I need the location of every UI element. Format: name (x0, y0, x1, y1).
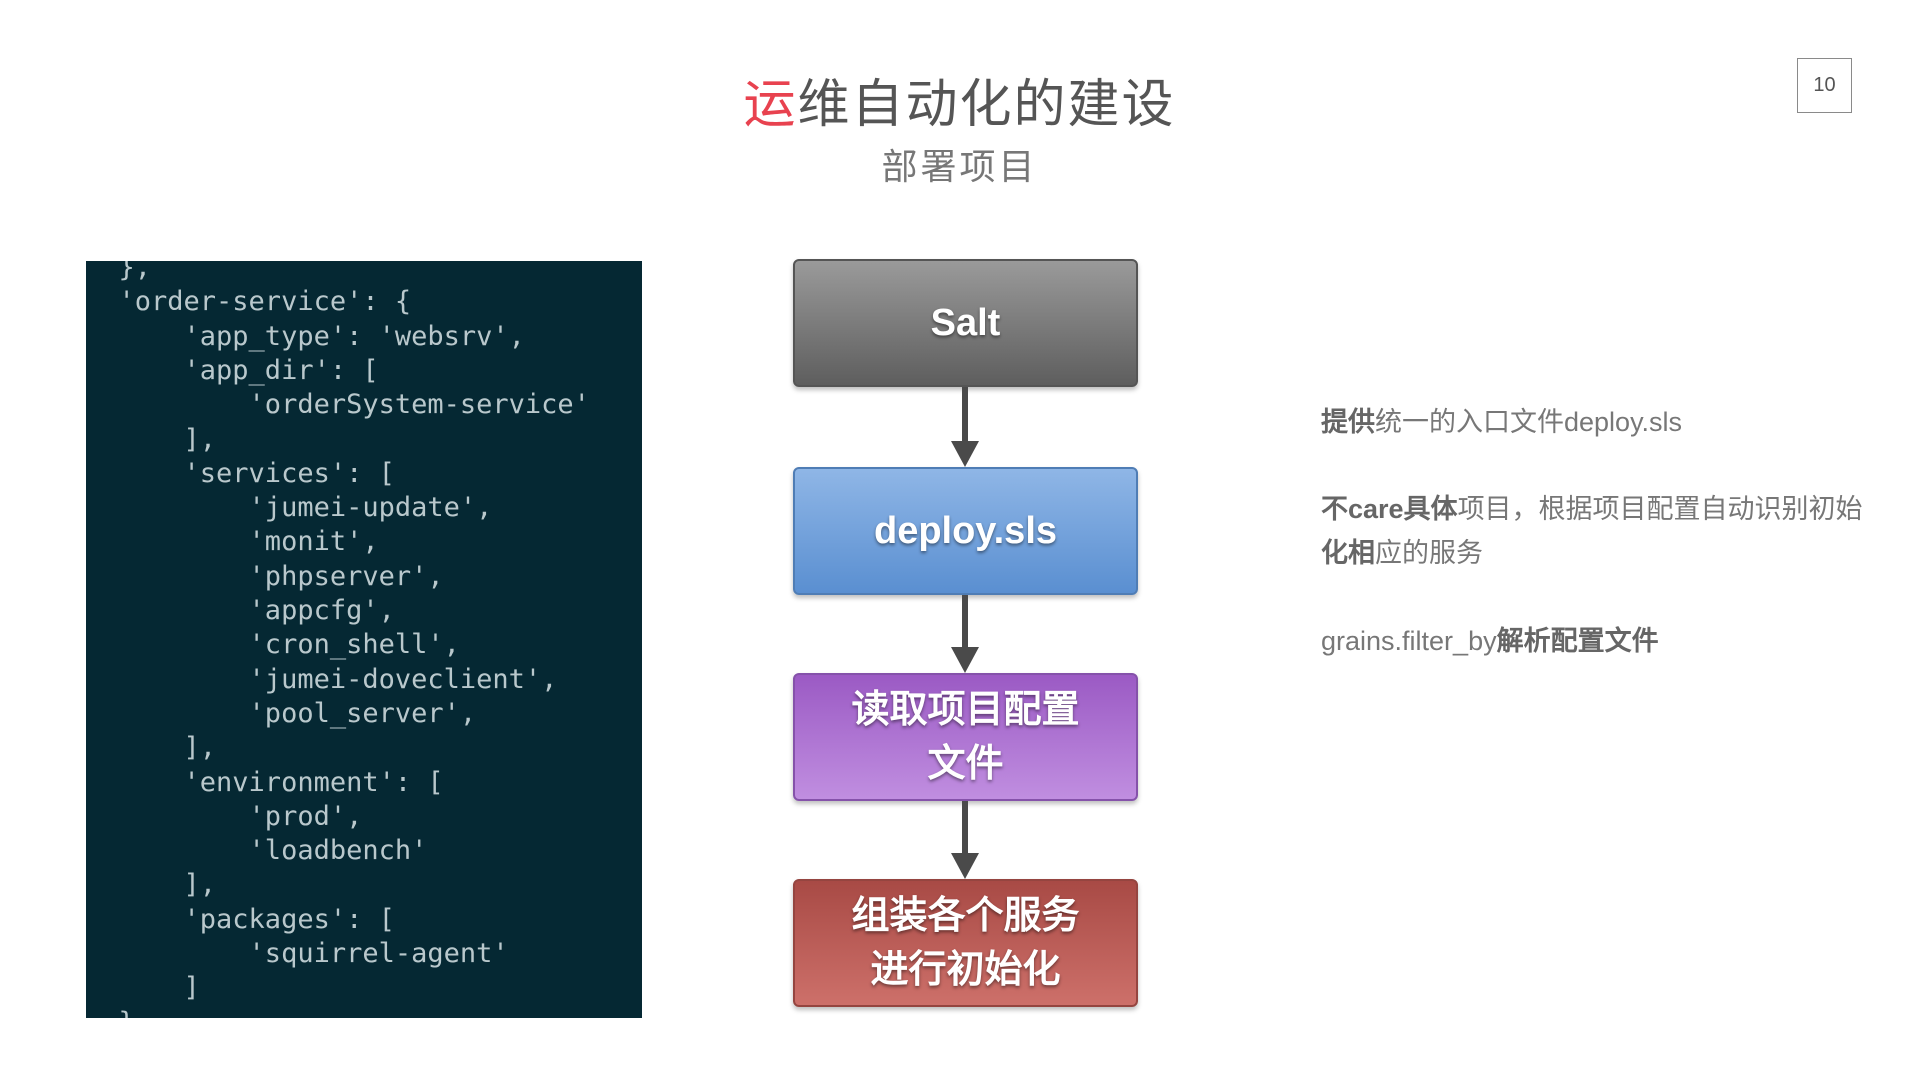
flow-step-read-config-line2: 文件 (927, 743, 1004, 785)
code-line: 'squirrel-agent' (86, 938, 509, 969)
page-number: 10 (1797, 58, 1852, 113)
flow-arrow (951, 387, 979, 467)
note-auto-detect: 不care具体项目，根据项目配置自动识别初始 化相应的服务 (1321, 487, 1863, 575)
flow-step-salt: Salt (793, 259, 1138, 387)
code-line: ] (86, 972, 200, 1004)
code-line: 'prod', (86, 800, 363, 832)
code-line: 'appcfg', (86, 595, 395, 626)
slide-title-accent: 运 (743, 76, 798, 134)
slide-title: 运维自动化的建设 (0, 62, 1919, 137)
code-line: 'jumei-update', (86, 492, 493, 524)
code-line: 'packages': [ (86, 903, 395, 935)
code-line: }, (86, 1006, 152, 1018)
code-line: 'services': [ (86, 457, 395, 489)
note-entry-file-text: 统一的入口文件deploy.sls (1375, 407, 1683, 437)
note-auto-detect-bold-2: 化相 (1321, 538, 1375, 568)
code-line: 'pool_server', (86, 697, 477, 729)
flow-arrow (951, 595, 979, 673)
note-grains-filter-bold: 解析配置文件 (1496, 626, 1659, 656)
flow-step-assemble-line2: 进行初始化 (870, 949, 1061, 991)
code-line: ], (86, 423, 217, 455)
code-panel: }, 'order-service': { 'app_type': 'websr… (86, 261, 642, 1018)
code-line: ], (86, 732, 217, 764)
note-auto-detect-text: 项目，根据项目配置自动识别初始 (1457, 494, 1863, 524)
slide-title-rest: 维自动化的建设 (797, 76, 1176, 134)
slide-subtitle: 部署项目 (881, 146, 1038, 187)
flow-step-assemble-services: 组装各个服务进行初始化 (793, 879, 1138, 1007)
code-line: 'loadbench' (86, 835, 428, 867)
code-line: 'monit', (86, 526, 379, 558)
note-auto-detect-bold: 不care具体 (1321, 494, 1458, 524)
code-line: 'jumei-doveclient', (86, 663, 558, 695)
code-line: ], (86, 869, 217, 901)
note-grains-filter: grains.filter_by解析配置文件 (1321, 619, 1659, 663)
code-line: 'environment': [ (86, 766, 444, 798)
code-line: 'order-service': { (86, 286, 412, 318)
code-line: 'phpserver', (86, 560, 444, 592)
flow-step-read-config-line1: 读取项目配置 (851, 689, 1080, 731)
code-line: 'app_dir': [ (86, 354, 379, 386)
note-auto-detect-text-2: 应的服务 (1375, 538, 1483, 568)
code-line: 'cron_shell', (86, 629, 460, 661)
note-grains-filter-text: grains.filter_by (1321, 626, 1497, 656)
code-line: 'app_type': 'websrv', (86, 320, 525, 352)
code-line: }, (86, 261, 152, 283)
flow-step-read-config: 读取项目配置文件 (793, 673, 1138, 801)
note-entry-file-bold: 提供 (1321, 407, 1375, 437)
flow-step-deploy: deploy.sls (793, 467, 1138, 595)
flow-arrow (951, 801, 979, 879)
code-line: 'orderSystem-service' (86, 389, 590, 421)
flow-step-assemble-line1: 组装各个服务 (851, 895, 1080, 937)
note-entry-file: 提供统一的入口文件deploy.sls (1321, 400, 1682, 444)
